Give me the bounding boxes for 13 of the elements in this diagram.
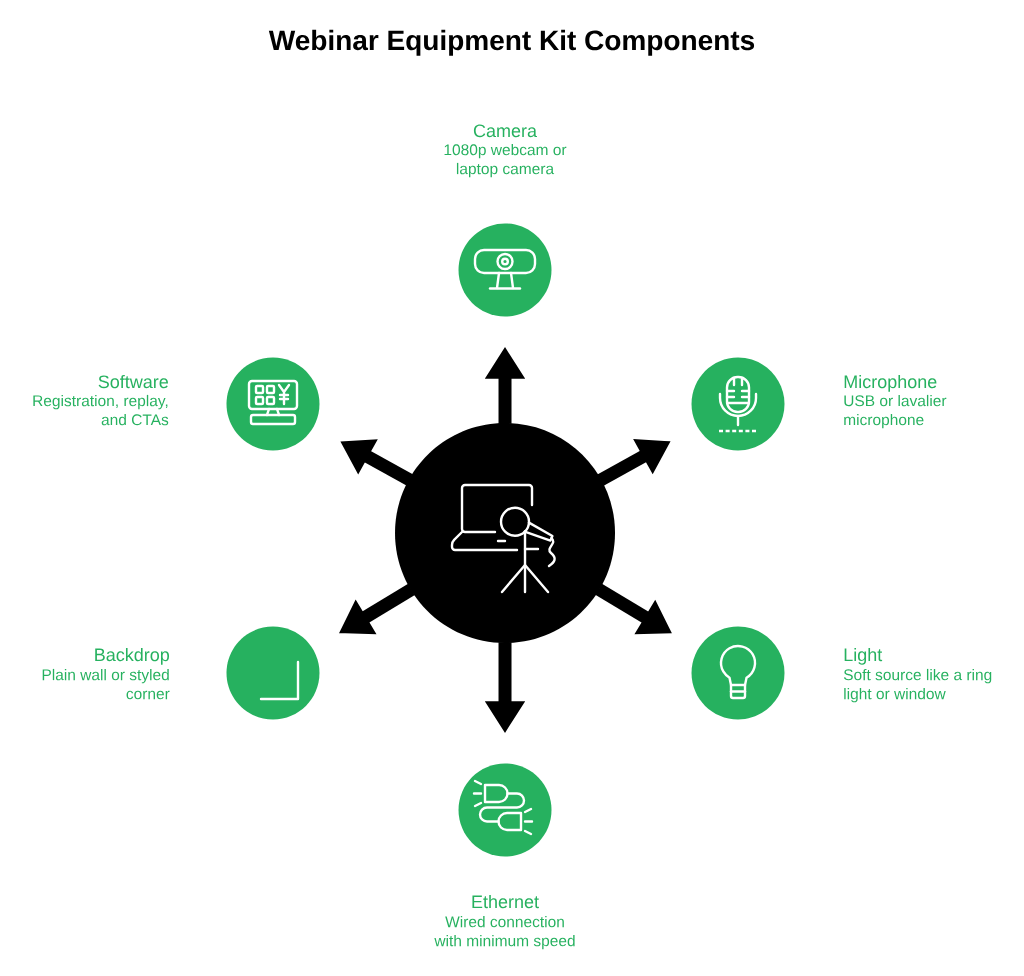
component-title: Microphone: [844, 374, 937, 392]
component-title: Camera: [473, 124, 537, 138]
title: Webinar Equipment Kit Components: [268, 29, 755, 56]
component-description: Soft source like a ring light or window: [843, 668, 992, 703]
component-title: Backdrop: [95, 647, 170, 665]
component-title: Ethernet: [472, 894, 539, 909]
component-description: Wired connection with minimum speed: [434, 915, 575, 950]
component-title: Light: [844, 647, 883, 665]
component-description: 1080p webcam or laptop camera: [444, 143, 567, 178]
component-description: Plain wall or styled corner: [42, 668, 170, 700]
component-description: Registration, replay, and CTAs: [33, 394, 169, 426]
component-title: Software: [98, 374, 168, 389]
component-description: USB or lavalier microphone: [844, 394, 947, 429]
